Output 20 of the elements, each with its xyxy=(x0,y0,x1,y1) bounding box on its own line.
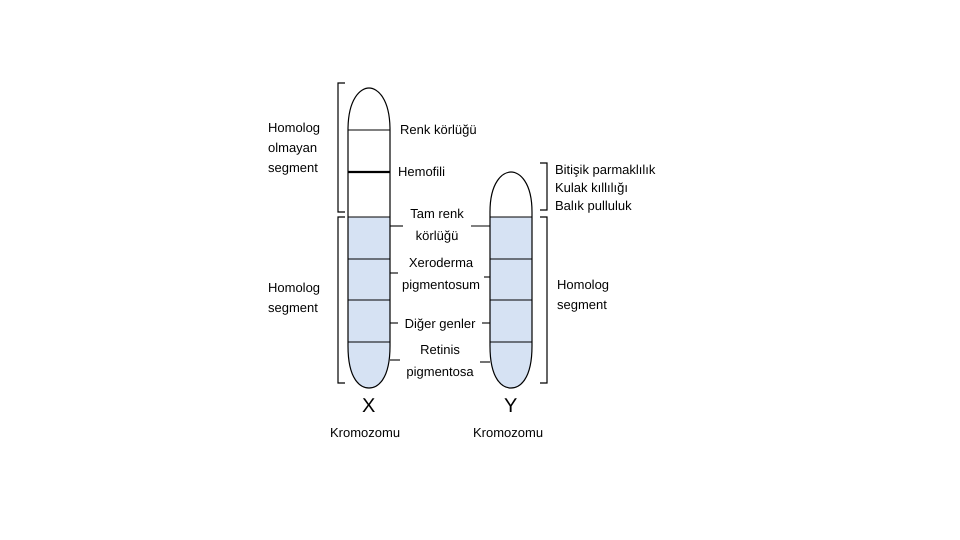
chromosome-letter: X xyxy=(362,394,376,418)
gene-label: Retinis pigmentosa xyxy=(400,339,480,383)
gene-label: Hemofili xyxy=(398,163,445,181)
segment-label: Homolog segment xyxy=(268,279,322,317)
gene-label: Renk körlüğü xyxy=(400,121,477,139)
chromosome-letter: Y xyxy=(504,394,518,418)
leader-line xyxy=(480,361,490,363)
leader-line xyxy=(471,225,490,227)
gene-label: Balık pulluluk xyxy=(555,197,632,215)
chromosome-label: Kromozomu xyxy=(330,424,400,442)
chromosome-label: Kromozomu xyxy=(473,424,544,442)
segment-label: Homolog segment xyxy=(557,276,610,314)
gene-label: Tam renk körlüğü xyxy=(403,203,471,247)
gene-label: Bitişik parmaklılık xyxy=(555,161,656,179)
gene-label: Diğer genler xyxy=(398,313,482,335)
leader-line xyxy=(390,225,403,227)
gene-label: Xeroderma pigmentosum xyxy=(398,252,484,296)
gene-label: Kulak kıllılığı xyxy=(555,179,628,197)
leader-line xyxy=(390,359,400,361)
segment-label: Homolog olmayan segment xyxy=(268,119,322,177)
